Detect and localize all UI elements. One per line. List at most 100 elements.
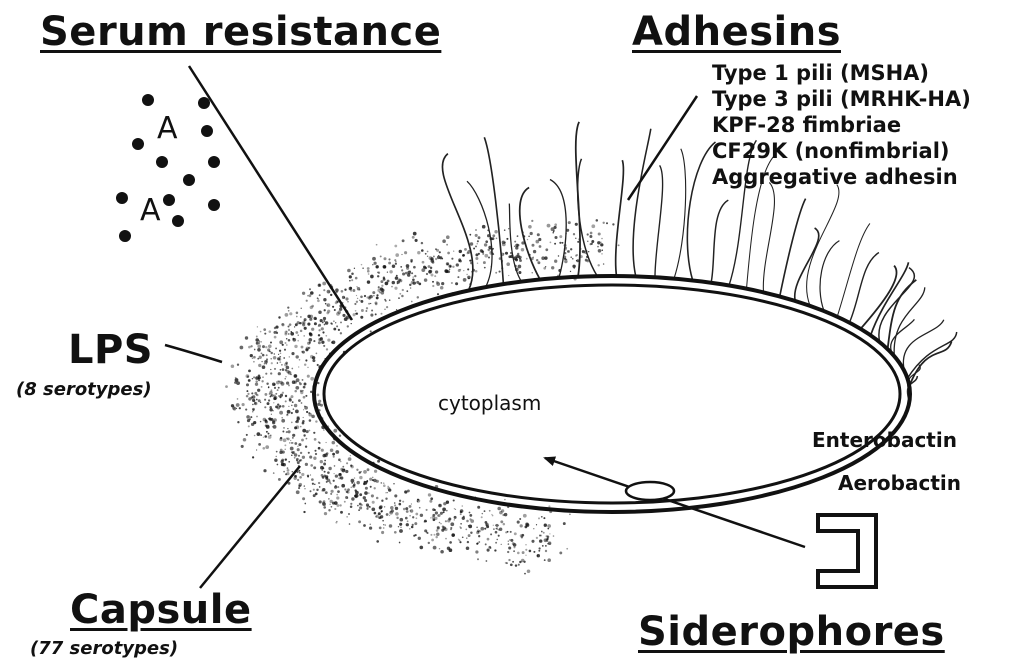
capsule-dot — [304, 485, 305, 486]
capsule-dot — [368, 303, 370, 305]
capsule-dot — [435, 270, 438, 273]
capsule-dot — [455, 282, 458, 285]
capsule-dot — [323, 463, 326, 466]
capsule-dot — [407, 520, 409, 522]
capsule-dot — [559, 551, 562, 554]
capsule-dot — [475, 245, 477, 247]
capsule-dot — [514, 246, 515, 247]
capsule-dot — [304, 318, 307, 321]
capsule-dot — [513, 543, 517, 547]
capsule-dot — [272, 410, 273, 411]
capsule-dot — [400, 266, 402, 268]
capsule-dot — [463, 278, 467, 282]
capsule-dot — [320, 404, 323, 407]
capsule-dot — [512, 561, 514, 563]
adhesin-item: CF29K (nonfimbrial) — [712, 138, 971, 164]
capsule-dot — [318, 447, 321, 450]
capsule-dot — [376, 296, 379, 299]
capsule-dot — [315, 453, 317, 455]
capsule-dot — [525, 549, 527, 551]
capsule-dot — [307, 367, 308, 368]
capsule-dot — [387, 271, 388, 272]
capsule-dot — [412, 236, 415, 239]
capsule-dot — [278, 387, 280, 389]
capsule-dot — [261, 380, 263, 382]
capsule-dot — [383, 266, 386, 269]
capsule-dot — [435, 258, 437, 260]
capsule-dot — [325, 321, 329, 325]
capsule-dot — [582, 250, 584, 252]
capsule-dot — [313, 340, 315, 342]
capsule-dot — [318, 311, 322, 315]
capsule-dot — [323, 506, 326, 509]
capsule-dot — [533, 257, 534, 258]
capsule-dot — [295, 410, 299, 414]
capsule-dot — [374, 487, 376, 489]
capsule-dot — [356, 469, 358, 471]
capsule-dot — [488, 257, 490, 259]
capsule-dot — [577, 241, 579, 243]
capsule-dot — [392, 281, 395, 284]
capsule-dot — [601, 253, 602, 254]
capsule-dot — [287, 325, 289, 327]
capsule-dot — [345, 496, 348, 499]
capsule-dot — [435, 536, 437, 538]
capsule-dot — [250, 345, 252, 347]
capsule-dot — [331, 506, 333, 508]
capsule-dot — [355, 495, 358, 498]
capsule-dot — [369, 295, 373, 299]
capsule-dot — [324, 471, 326, 473]
capsule-dot — [519, 259, 522, 262]
capsule-dot — [336, 325, 338, 327]
capsule-dot — [494, 549, 496, 551]
capsule-dot — [368, 273, 370, 275]
capsule-subtitle: (77 serotypes) — [30, 640, 178, 658]
capsule-dot — [385, 498, 387, 500]
capsule-dot — [257, 432, 261, 436]
capsule-dot — [531, 220, 533, 222]
capsule-dot — [350, 486, 352, 488]
capsule-dot — [398, 279, 401, 282]
capsule-dot — [547, 524, 551, 528]
capsule-dot — [462, 254, 465, 257]
capsule-dot — [291, 422, 293, 424]
capsule-dot — [618, 244, 620, 246]
capsule-dot — [358, 520, 361, 523]
capsule-dot — [545, 248, 548, 251]
capsule-dot — [478, 535, 480, 537]
capsule-dot — [392, 264, 395, 267]
capsule-dot — [305, 359, 307, 361]
complement-dot — [132, 138, 144, 150]
capsule-dot — [468, 250, 469, 251]
capsule-dot — [435, 511, 438, 514]
capsule-dot — [269, 408, 272, 411]
capsule-dot — [356, 301, 358, 303]
capsule-dot — [292, 471, 293, 472]
capsule-dot — [467, 276, 470, 279]
capsule-dot — [449, 541, 452, 544]
capsule-dot — [520, 524, 523, 527]
capsule-dot — [554, 243, 556, 245]
capsule-dot — [302, 390, 304, 392]
capsule-dot — [280, 449, 283, 452]
capsule-dot — [306, 438, 308, 440]
capsule-dot — [317, 298, 319, 300]
capsule-dot — [413, 232, 417, 236]
capsule-dot — [359, 506, 362, 509]
capsule-dot — [407, 271, 411, 275]
capsule-dot — [299, 476, 302, 479]
capsule-dot — [440, 550, 444, 554]
capsule-dot — [363, 470, 367, 474]
capsule-dot — [339, 434, 341, 436]
capsule-dot — [325, 475, 328, 478]
capsule-dot — [294, 457, 296, 459]
capsule-dot — [400, 527, 401, 528]
capsule-dot — [261, 361, 262, 362]
capsule-dot — [398, 526, 399, 527]
capsule-dot — [359, 289, 361, 291]
capsule-dot — [475, 234, 478, 237]
capsule-dot — [427, 251, 429, 253]
capsule-dot — [327, 471, 330, 474]
capsule-dot — [294, 326, 295, 327]
capsule-dot — [316, 353, 318, 355]
